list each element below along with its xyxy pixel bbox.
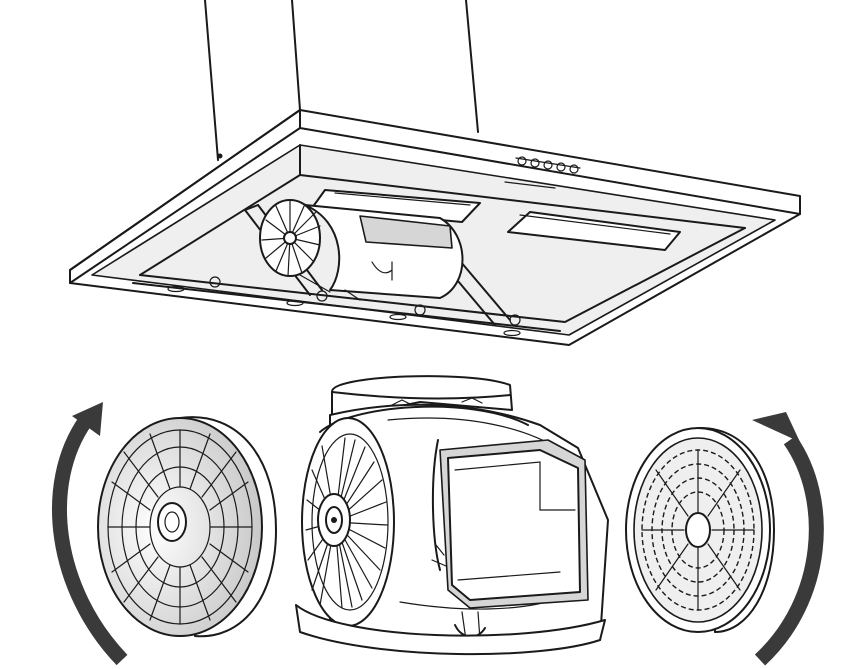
installed-fan-motor: [259, 199, 464, 301]
cooker-hood: [69, 0, 801, 346]
fixing-screws: [167, 276, 521, 337]
carbon-filter-left: [97, 416, 277, 638]
rotate-arrow-icon: [52, 402, 128, 666]
lamp-windows: [311, 181, 681, 251]
carbon-filter-right: [625, 427, 775, 633]
chimney: [204, 0, 479, 161]
control-knobs: [515, 156, 581, 174]
fan-motor: [295, 375, 609, 656]
rotate-arrow-icon: [752, 412, 824, 666]
